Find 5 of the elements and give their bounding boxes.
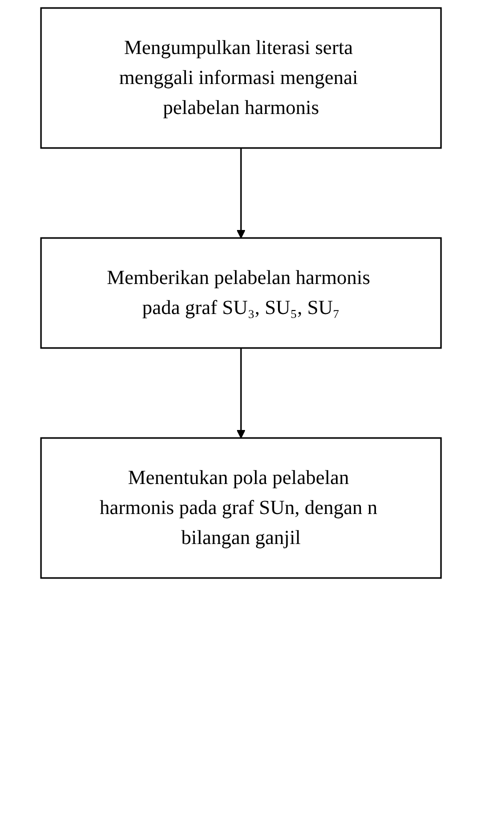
node-box: Mengumpulkan literasi serta menggali informasi mengenai pelabelan harmonis [40,7,442,149]
node-box: Menentukan pola pelabelan harmonis pada graf SUn, dengan n bilangan ganjil [40,437,442,579]
arrow [236,148,245,238]
node-box: Memberikan pelabelan harmonis pada graf SU₃, SU₅, SU₇ [40,237,442,349]
arrow [236,348,245,438]
